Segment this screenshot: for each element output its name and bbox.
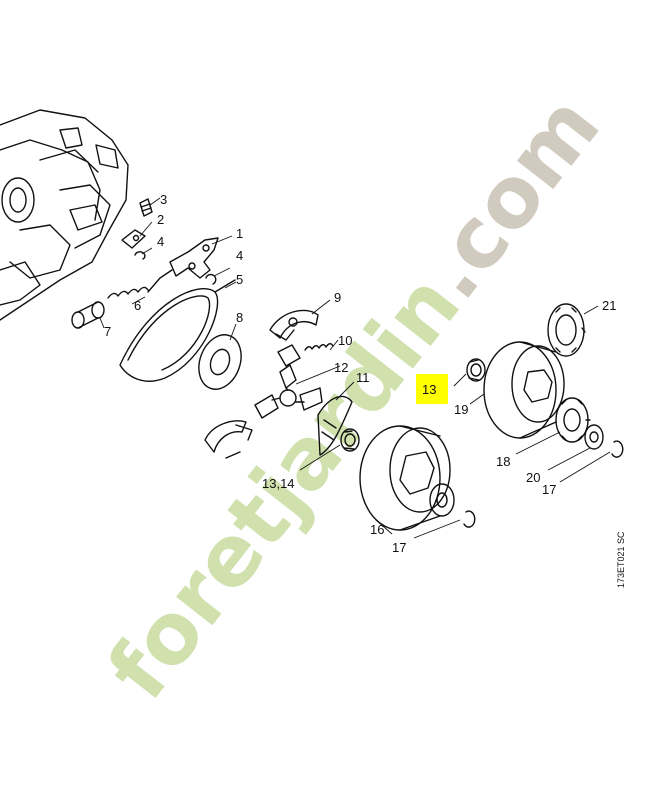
callout-4-upper: 4 xyxy=(157,234,164,249)
callout-7: 7 xyxy=(104,324,111,339)
highlight-box xyxy=(416,374,448,404)
brake-lever xyxy=(169,237,219,279)
callout-20: 20 xyxy=(526,470,540,485)
e-clip-right xyxy=(611,440,624,458)
screw-part xyxy=(139,198,153,217)
crankcase-housing xyxy=(0,109,129,321)
callout-13-highlighted: 13 xyxy=(422,382,436,397)
rim-sprocket xyxy=(555,397,591,443)
callout-9: 9 xyxy=(334,290,341,305)
rim-drum xyxy=(483,341,565,439)
clutch-shoe-bottom xyxy=(204,420,253,459)
clutch-spring-clip xyxy=(277,344,301,367)
bracket-part xyxy=(121,229,146,249)
needle-bearing-lower xyxy=(340,428,360,452)
spur-gear-ring xyxy=(547,303,586,357)
callout-5: 5 xyxy=(236,272,243,287)
needle-bearing-upper xyxy=(466,358,486,382)
leader-lines xyxy=(99,197,611,539)
watermark: foretjardin.com xyxy=(89,77,619,717)
callout-17-lower: 17 xyxy=(392,540,406,555)
callout-8: 8 xyxy=(236,310,243,325)
spring-part xyxy=(107,269,173,299)
callout-16: 16 xyxy=(370,522,384,537)
reference-code: 173ET021 SC xyxy=(616,531,626,588)
bushing-part xyxy=(71,301,105,329)
washer-small xyxy=(134,251,146,260)
callout-21: 21 xyxy=(602,298,616,313)
thrust-washer xyxy=(198,334,242,390)
sprocket-drum-front xyxy=(359,425,451,531)
brake-band xyxy=(119,279,236,382)
callout-labels: 3 2 4 1 4 5 6 7 8 9 10 12 11 13,14 16 17… xyxy=(104,192,616,555)
e-clip-front xyxy=(463,510,476,528)
callout-1: 1 xyxy=(236,226,243,241)
clutch-spring xyxy=(304,343,334,351)
callout-3: 3 xyxy=(160,192,167,207)
callout-17-right: 17 xyxy=(542,482,556,497)
callout-18: 18 xyxy=(496,454,510,469)
callout-2: 2 xyxy=(157,212,164,227)
callout-11: 11 xyxy=(356,370,370,385)
callout-12: 12 xyxy=(334,360,348,375)
watermark-text-domain: .com xyxy=(402,77,619,316)
callout-4-lower: 4 xyxy=(236,248,243,263)
callout-10: 10 xyxy=(338,333,352,348)
callout-6: 6 xyxy=(134,298,141,313)
clutch-carrier xyxy=(254,364,323,419)
watermark-text: foretjardin.com xyxy=(89,77,619,717)
clutch-shoe-top xyxy=(269,309,319,341)
callout-13-14: 13,14 xyxy=(262,476,295,491)
washer-front xyxy=(429,483,455,517)
callout-19: 19 xyxy=(454,402,468,417)
clutch-drum-segment xyxy=(317,395,353,456)
washer-right xyxy=(584,424,604,450)
